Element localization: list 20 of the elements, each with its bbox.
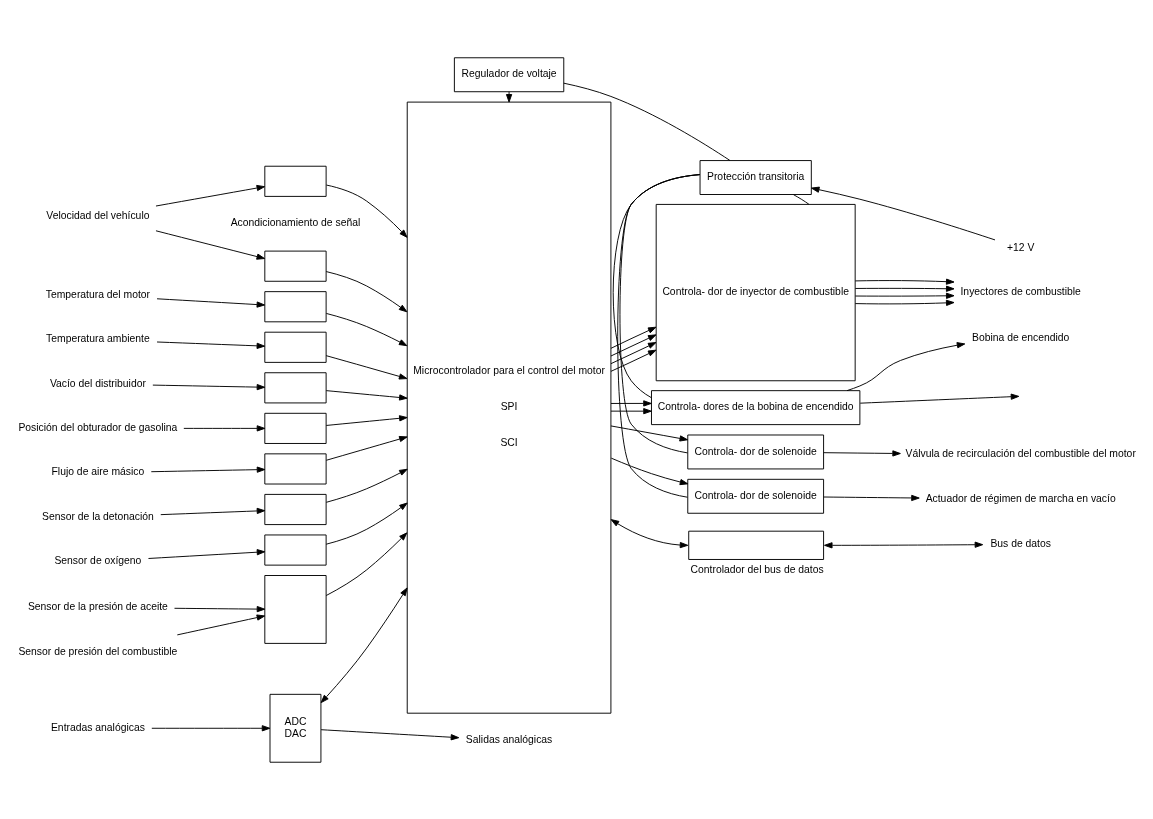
node-text: Bobina de encendido — [972, 331, 1070, 342]
node-text: Entradas analógicas — [50, 721, 145, 733]
node-text: Velocidad del vehículo — [46, 209, 150, 221]
node-text: Bus de datos — [990, 537, 1051, 549]
node-text: Sensor de oxígeno — [54, 554, 142, 566]
node-label: Controlador del bus de datos — [690, 563, 824, 575]
node-text: Flujo de aire másico — [51, 465, 145, 477]
node-text: Actuador de régimen de marcha en vacío — [925, 492, 1116, 504]
node-text: +12 V — [1006, 241, 1035, 253]
node-text: Válvula de recirculación del combustible del motor — [905, 447, 1136, 459]
node-text: Salidas analógicas — [465, 733, 553, 745]
node-text: Temperatura ambiente — [46, 332, 150, 344]
label: Acondicionamiento de señal — [230, 216, 361, 228]
node-text: Posición del obturador de gasolina — [18, 421, 178, 433]
node-text: Sensor de la presión de aceite — [27, 600, 168, 612]
node-text: Temperatura del motor — [45, 288, 151, 300]
node-text: Sensor de la detonación — [42, 510, 154, 522]
node-text: Vacío del distribuidor — [49, 377, 146, 389]
node-text: Sensor de presión del combustible — [18, 645, 178, 657]
node-text: Inyectores de combustible — [960, 285, 1081, 297]
